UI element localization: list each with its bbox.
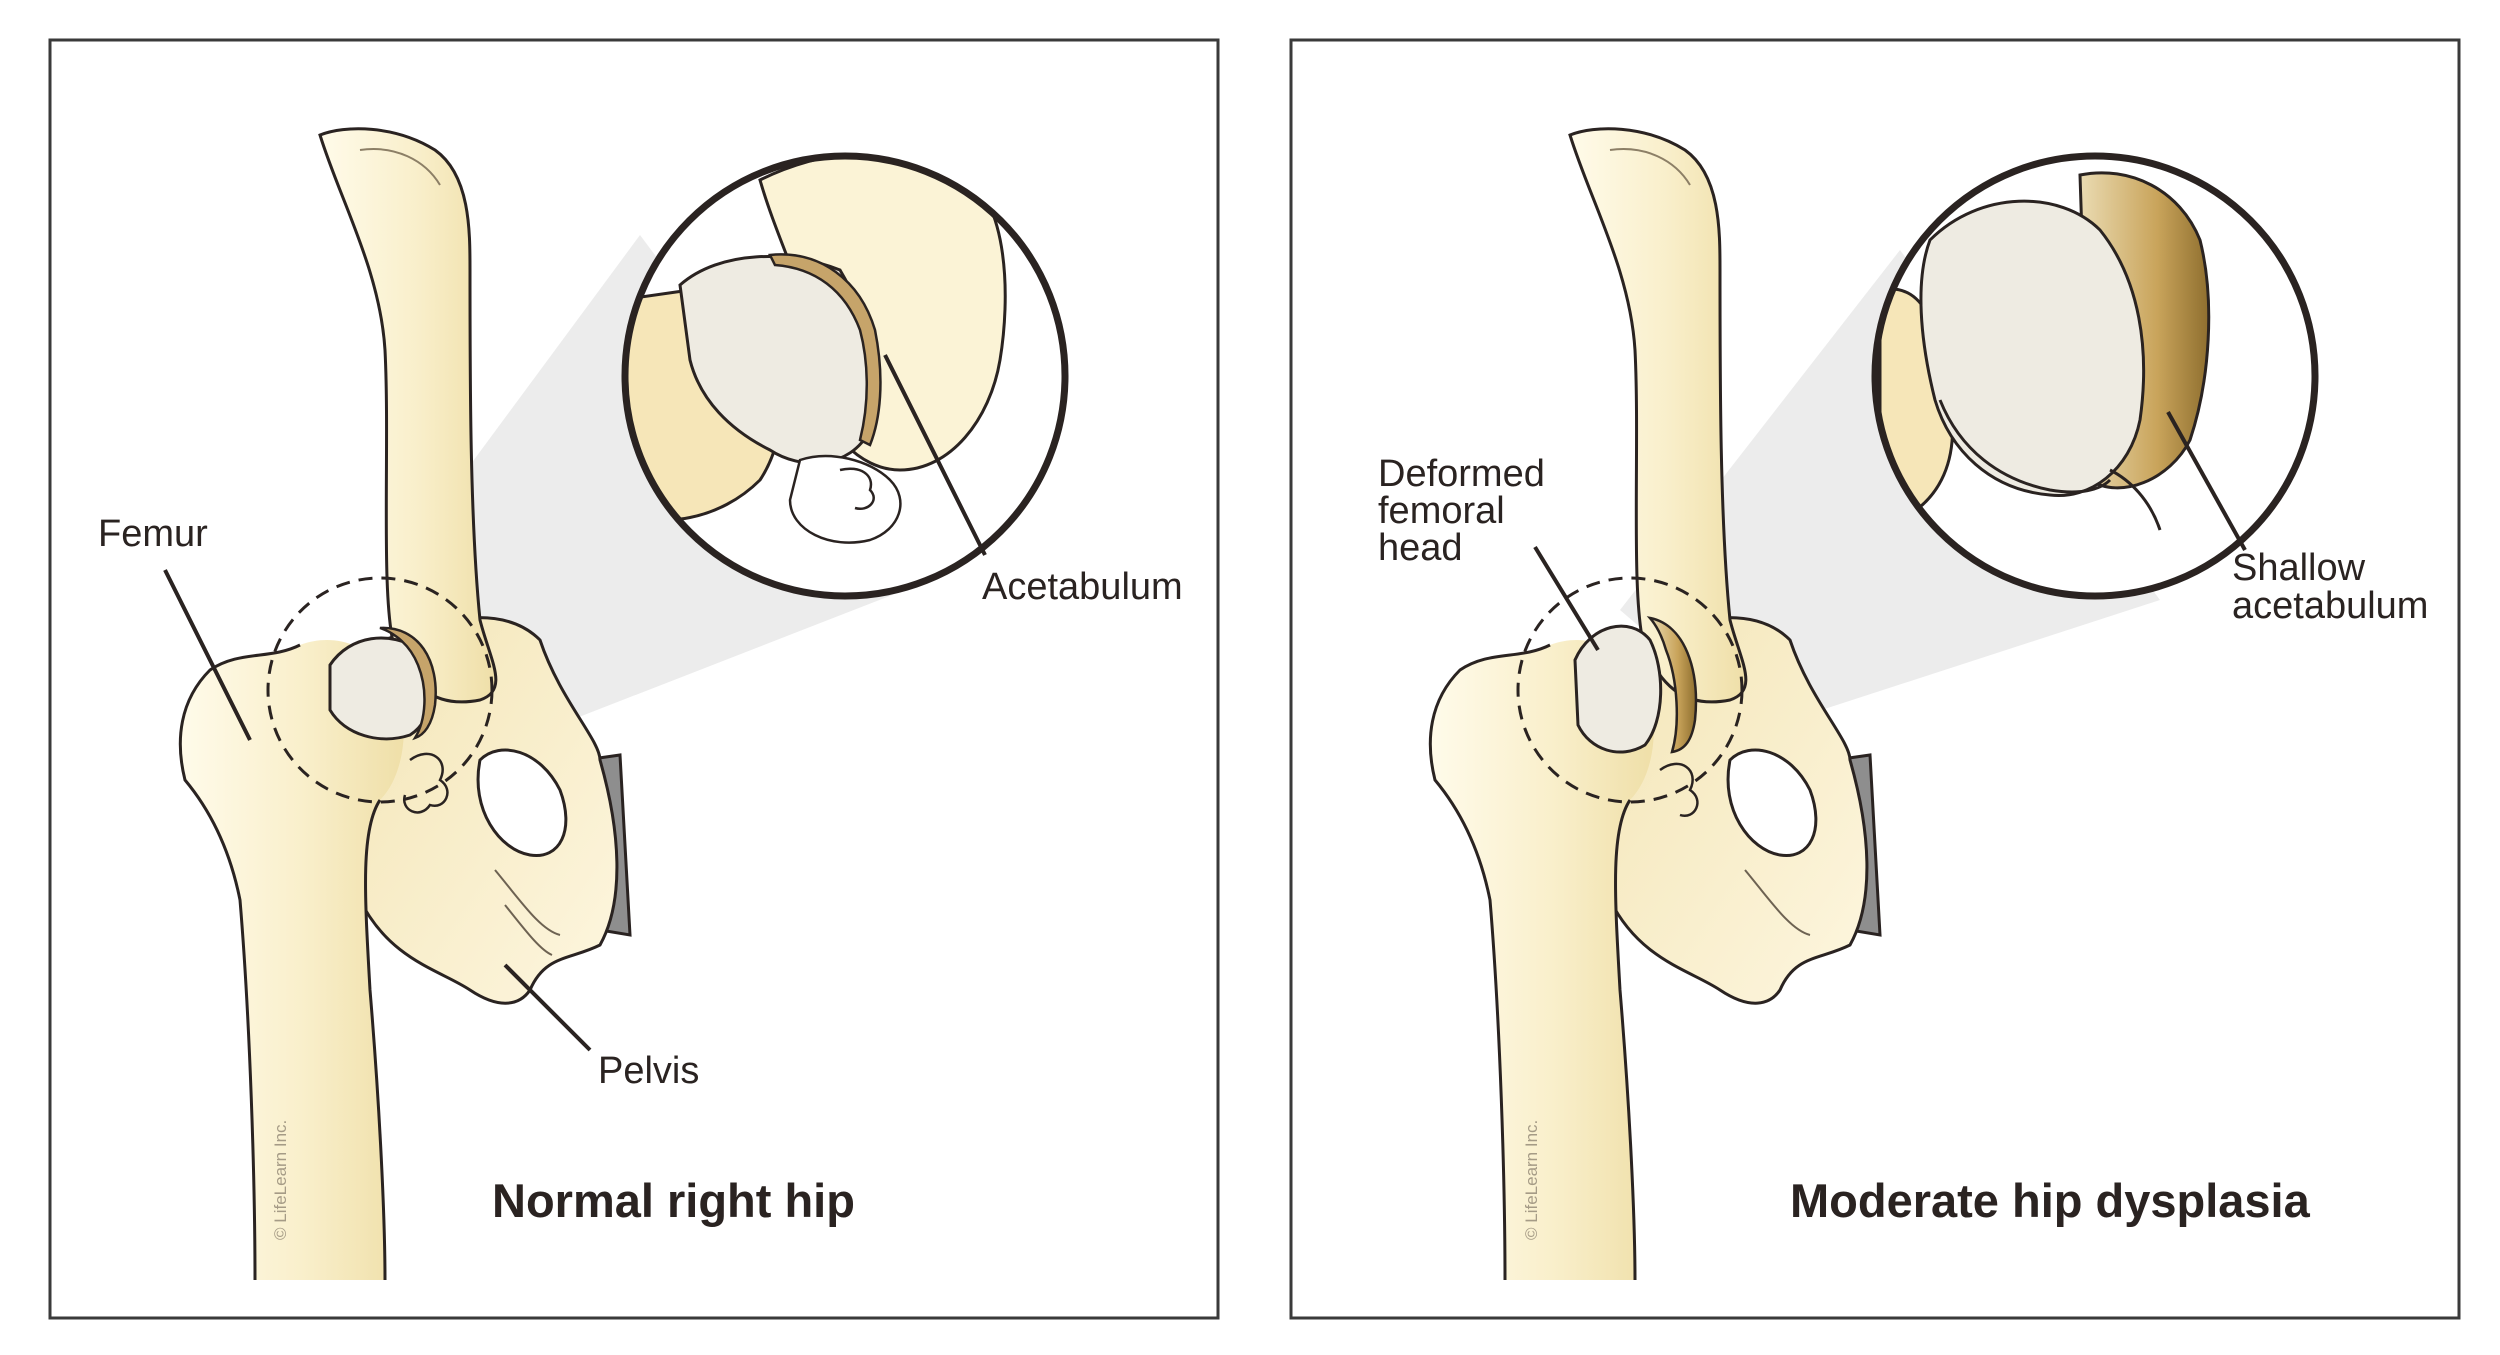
label-deformed-femoral-head-2: femoral xyxy=(1378,490,1505,532)
panel-dysplasia: Deformed femoral head Shallow acetabulum… xyxy=(1289,38,2461,1320)
femoral-head xyxy=(1573,624,1663,754)
label-femur: Femur xyxy=(98,513,208,555)
femur xyxy=(1430,640,1654,1280)
zoom-circle-normal xyxy=(621,152,1069,600)
acetabulum-leader xyxy=(883,354,987,556)
obturator-foramen xyxy=(476,748,568,858)
femur xyxy=(180,640,404,1280)
zoom-region-marker xyxy=(266,576,494,804)
ilium-shaft xyxy=(318,127,498,704)
panel-title-dysplasia: Moderate hip dysplasia xyxy=(1790,1174,2311,1227)
pelvis-leader xyxy=(503,963,592,1052)
label-pelvis: Pelvis xyxy=(598,1050,699,1092)
label-acetabulum: Acetabulum xyxy=(982,566,1183,608)
label-deformed-femoral-head-3: head xyxy=(1378,527,1463,569)
label-deformed-femoral-head-1: Deformed xyxy=(1378,453,1545,495)
acetabulum-cartilage xyxy=(1646,616,1698,754)
zoom-cone xyxy=(1620,250,2160,730)
obturator-foramen xyxy=(1726,748,1818,858)
acetabulum-cartilage xyxy=(379,626,437,741)
copyright-dysplasia: © LifeLearn Inc. xyxy=(1522,1120,1541,1240)
label-shallow-acetabulum-1: Shallow xyxy=(2232,547,2366,589)
copyright-normal: © LifeLearn Inc. xyxy=(271,1120,290,1240)
acetabulum-leader xyxy=(2166,411,2247,551)
panel-normal: Femur Pelvis Acetabulum Normal right hip… xyxy=(48,38,1220,1320)
zoom-circle-dysplasia xyxy=(1871,152,2319,600)
femur-leader xyxy=(163,569,252,741)
femoral-head-leader xyxy=(1533,545,1600,652)
zoom-region-marker xyxy=(1516,576,1744,804)
panel-title-normal: Normal right hip xyxy=(492,1174,855,1227)
ilium-shaft xyxy=(1568,127,1748,704)
label-shallow-acetabulum-2: acetabulum xyxy=(2232,585,2428,627)
